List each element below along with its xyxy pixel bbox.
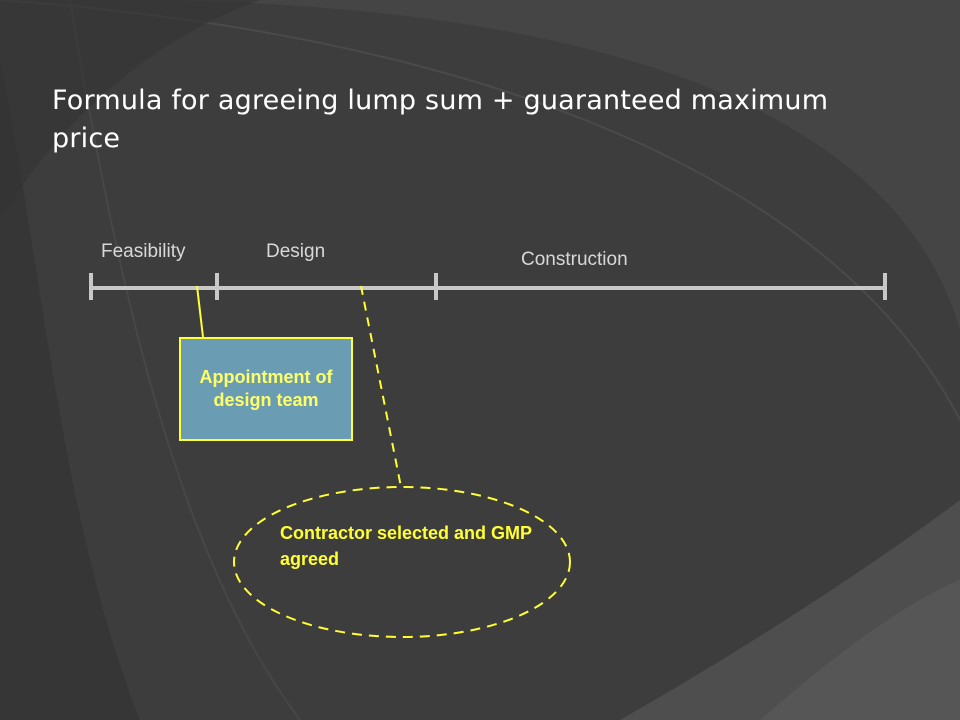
phase-label-design: Design <box>266 241 326 262</box>
appointment-box: Appointment of design team <box>179 337 353 441</box>
appointment-connector <box>196 285 204 338</box>
contractor-ellipse <box>233 486 571 638</box>
appointment-text: Appointment of design team <box>199 367 333 410</box>
phase-label-feasibility: Feasibility <box>101 241 186 262</box>
slide-title: Formula for agreeing lump sum + guarante… <box>52 85 829 154</box>
phase-label-construction: Construction <box>521 249 628 270</box>
contractor-text: Contractor selected and GMP agreed <box>280 523 532 569</box>
contractor-connector <box>360 285 402 488</box>
